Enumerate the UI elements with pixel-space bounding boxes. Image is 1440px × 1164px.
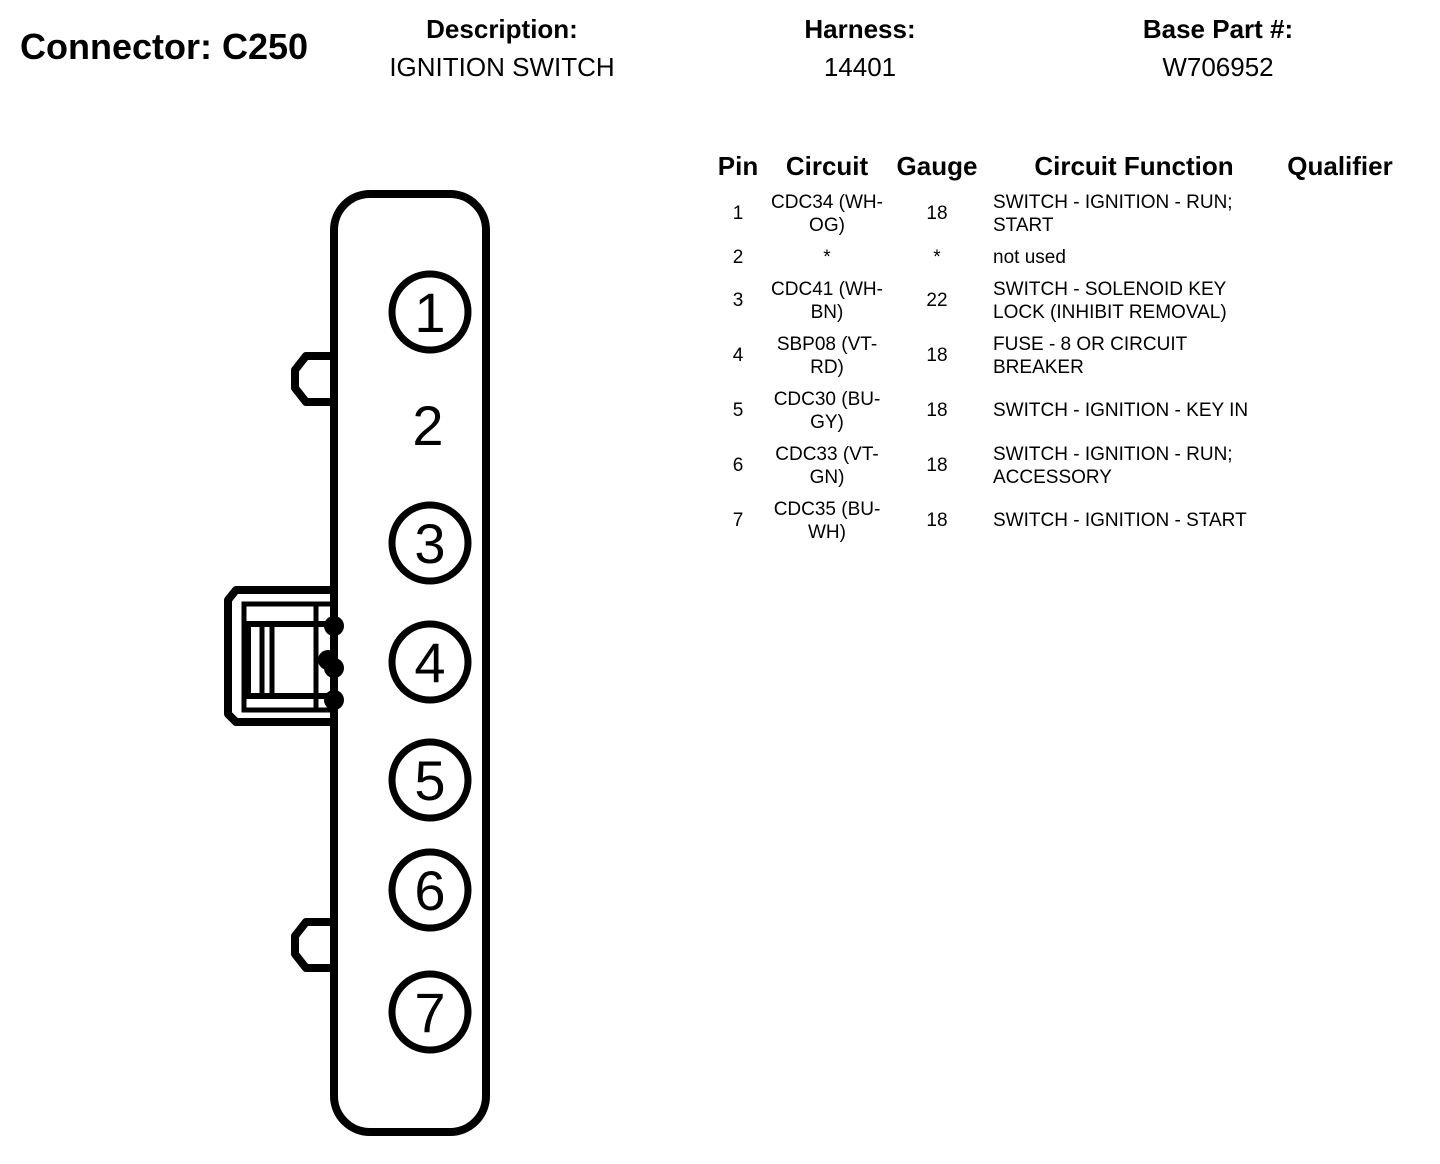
cell-qualifier bbox=[1280, 438, 1400, 493]
table-row: 2 * * not used bbox=[708, 241, 1400, 273]
cell-gauge: * bbox=[933, 246, 941, 268]
cell-circuit: CDC33 (VT-GN) bbox=[775, 443, 879, 488]
table-row: 6 CDC33 (VT-GN) 18 SWITCH - IGNITION - R… bbox=[708, 438, 1400, 493]
cell-qualifier bbox=[1280, 241, 1400, 273]
pin-label: 1 bbox=[414, 281, 445, 344]
cell-circuit: CDC30 (BU-GY) bbox=[773, 388, 881, 433]
header-circuit: Circuit bbox=[785, 150, 869, 181]
cell-pin: 2 bbox=[732, 246, 744, 268]
pin-table-header: Pin Circuit Gauge Circuit Function Quali… bbox=[708, 146, 1400, 186]
harness-block: Harness: 14401 bbox=[760, 14, 960, 84]
table-row: 1 CDC34 (WH-OG) 18 SWITCH - IGNITION - R… bbox=[708, 186, 1400, 241]
cell-qualifier bbox=[1280, 186, 1400, 241]
pin-cavity-1: 1 bbox=[388, 270, 472, 354]
upper-latch-tab bbox=[291, 352, 334, 406]
header-qualifier: Qualifier bbox=[1287, 150, 1393, 181]
cell-gauge: 18 bbox=[926, 345, 948, 366]
pin-table: Pin Circuit Gauge Circuit Function Quali… bbox=[708, 146, 1400, 548]
cell-qualifier bbox=[1280, 383, 1400, 438]
description-label: Description: bbox=[426, 14, 578, 44]
pin-label: 3 bbox=[414, 512, 445, 575]
cell-function: not used bbox=[993, 246, 1066, 268]
cell-circuit: CDC34 (WH-OG) bbox=[771, 191, 883, 236]
cell-function: SWITCH - IGNITION - RUN; START bbox=[993, 191, 1233, 236]
cell-function: SWITCH - IGNITION - RUN; ACCESSORY bbox=[993, 443, 1233, 488]
cell-circuit: CDC41 (WH-BN) bbox=[771, 278, 883, 323]
cell-pin: 7 bbox=[732, 510, 744, 531]
table-row: 7 CDC35 (BU-WH) 18 SWITCH - IGNITION - S… bbox=[708, 493, 1400, 548]
cell-function: SWITCH - SOLENOID KEY LOCK (INHIBIT REMO… bbox=[993, 278, 1227, 323]
harness-label: Harness: bbox=[804, 14, 916, 44]
description-value: IGNITION SWITCH bbox=[389, 52, 615, 82]
base-part-label: Base Part #: bbox=[1142, 14, 1294, 44]
pin-cavity-4: 4 bbox=[388, 620, 472, 704]
cell-pin: 5 bbox=[732, 400, 744, 421]
cell-gauge: 18 bbox=[926, 203, 948, 224]
cell-pin: 1 bbox=[732, 203, 744, 224]
header-circuit-function: Circuit Function bbox=[1034, 150, 1234, 181]
pin-cavity-3: 3 bbox=[388, 501, 472, 585]
pin-cavity-7: 7 bbox=[388, 970, 472, 1054]
pin-cavity-5: 5 bbox=[388, 738, 472, 822]
table-row: 5 CDC30 (BU-GY) 18 SWITCH - IGNITION - K… bbox=[708, 383, 1400, 438]
pin-label: 5 bbox=[414, 749, 445, 812]
cell-qualifier bbox=[1280, 328, 1400, 383]
pin-label: 7 bbox=[414, 981, 445, 1044]
pin-label: 4 bbox=[414, 631, 445, 694]
pin-cavity-6: 6 bbox=[388, 848, 472, 932]
cell-function: SWITCH - IGNITION - START bbox=[993, 510, 1247, 531]
cell-pin: 6 bbox=[732, 455, 744, 476]
cell-circuit: * bbox=[823, 246, 831, 268]
cell-gauge: 18 bbox=[926, 455, 948, 476]
cell-function: SWITCH - IGNITION - KEY IN bbox=[993, 400, 1249, 421]
cell-qualifier bbox=[1280, 273, 1400, 328]
base-part-block: Base Part #: W706952 bbox=[1098, 14, 1338, 84]
lower-latch-tab bbox=[291, 918, 334, 972]
cell-gauge: 18 bbox=[926, 400, 948, 421]
cell-function: FUSE - 8 OR CIRCUIT BREAKER bbox=[993, 333, 1187, 378]
cell-qualifier bbox=[1280, 493, 1400, 548]
cell-pin: 3 bbox=[732, 290, 744, 311]
cell-circuit: SBP08 (VT-RD) bbox=[776, 333, 878, 378]
table-row: 4 SBP08 (VT-RD) 18 FUSE - 8 OR CIRCUIT B… bbox=[708, 328, 1400, 383]
base-part-value: W706952 bbox=[1162, 52, 1274, 82]
header-gauge: Gauge bbox=[896, 150, 978, 181]
side-lock-housing bbox=[224, 586, 337, 726]
cell-circuit: CDC35 (BU-WH) bbox=[773, 498, 881, 543]
connector-diagram: 1 2 3 4 5 6 7 bbox=[224, 190, 490, 1136]
pin-position-2: 2 bbox=[412, 394, 443, 457]
cell-pin: 4 bbox=[732, 345, 744, 366]
header-pin: Pin bbox=[717, 150, 759, 181]
cell-gauge: 18 bbox=[926, 510, 948, 531]
connector-title: Connector: C250 bbox=[20, 26, 309, 67]
harness-value: 14401 bbox=[823, 52, 897, 82]
connector-body bbox=[330, 190, 490, 1136]
table-row: 3 CDC41 (WH-BN) 22 SWITCH - SOLENOID KEY… bbox=[708, 273, 1400, 328]
pin-label: 2 bbox=[412, 394, 443, 457]
pin-label: 6 bbox=[414, 859, 445, 922]
cell-gauge: 22 bbox=[926, 290, 948, 311]
description-block: Description: IGNITION SWITCH bbox=[352, 14, 652, 84]
